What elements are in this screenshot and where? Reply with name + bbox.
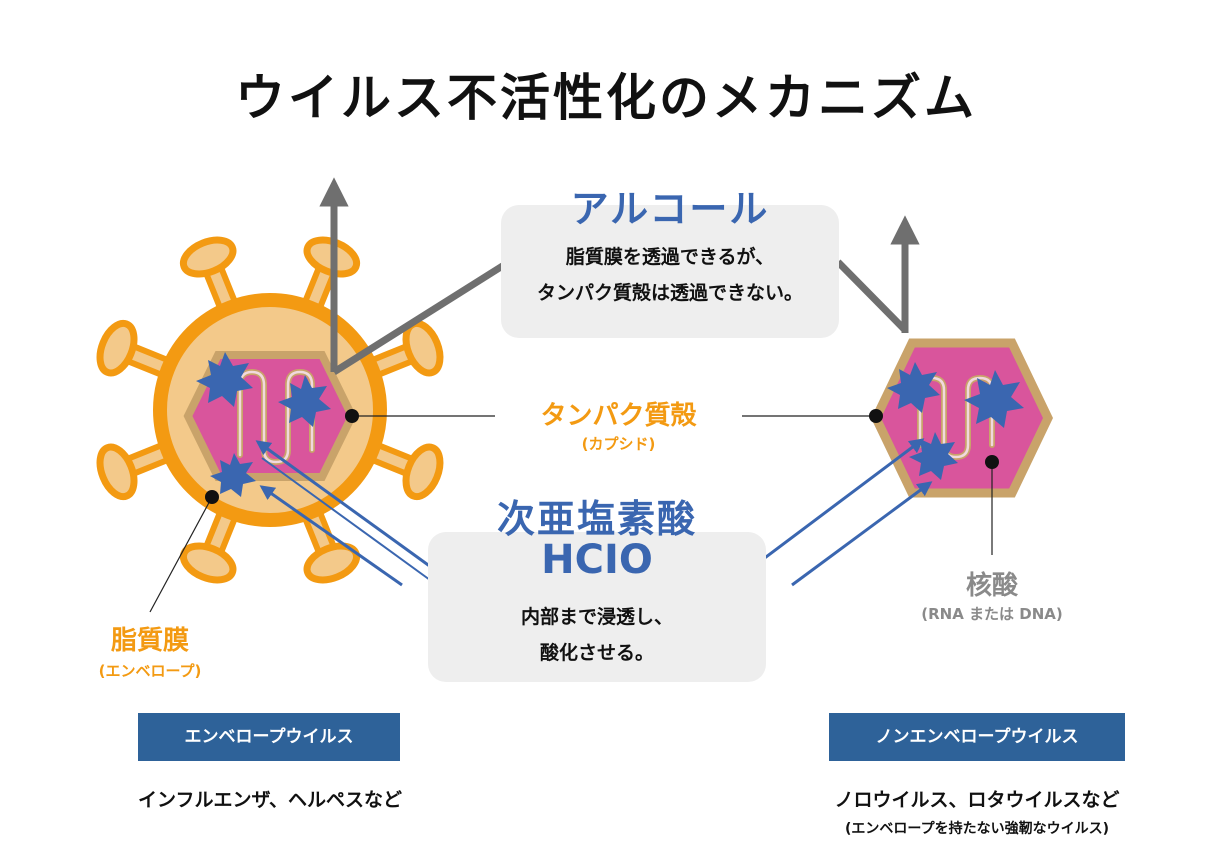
non-enveloped-virus-note: (エンベロープを持たない強靭なウイルス) — [845, 821, 1109, 837]
hclo-heading-formula: HCIO — [541, 537, 653, 583]
capsid-dot-left — [345, 409, 359, 423]
nucleic-sublabel: (RNA または DNA) — [921, 605, 1063, 623]
spike-cap — [179, 542, 237, 584]
spike-cap — [179, 236, 237, 278]
oxidation-burst-3 — [210, 453, 256, 497]
hclo-line-2: 酸化させる。 — [539, 642, 654, 664]
hclo-arrow-right-2 — [791, 481, 933, 587]
hclo-arrow-left-1 — [255, 440, 443, 577]
hclo-arrow-left-2 — [259, 485, 403, 587]
page-title: ウイルス不活性化のメカニズム — [235, 69, 977, 127]
envelope-dot — [205, 490, 219, 504]
enveloped-virus-examples: インフルエンザ、ヘルペスなど — [138, 789, 402, 811]
spike-cap — [96, 443, 138, 501]
nucleic-label: 核酸 — [965, 571, 1018, 601]
enveloped-virus-illustration — [96, 236, 444, 584]
oxidation-burst-1 — [196, 352, 253, 407]
capsid-sublabel: (カプシド) — [581, 435, 656, 453]
alcohol-arrow-right-diagonal — [835, 259, 908, 333]
alcohol-box — [501, 205, 839, 338]
enveloped-virus-badge: エンベロープウイルス — [138, 713, 400, 761]
non-enveloped-virus-badge: ノンエンベロープウイルス — [829, 713, 1125, 761]
envelope-pointer — [149, 496, 213, 613]
hclo-heading-jp: 次亜塩素酸 — [496, 497, 697, 541]
left-nucleic-acid-strand-inner — [238, 370, 314, 464]
oxidation-burst-5 — [964, 370, 1024, 428]
alcohol-line-1: 脂質膜を透過できるが、 — [565, 246, 775, 268]
capsid-dot-right — [869, 409, 883, 423]
non-enveloped-virus-examples: ノロウイルス、ロタウイルスなど — [834, 789, 1120, 811]
capsid-label: タンパク質殻 — [540, 401, 697, 431]
spike-cap — [96, 319, 138, 377]
spike-cap — [303, 542, 361, 584]
nucleic-dot — [985, 455, 999, 469]
right-capsid-hexagon — [871, 338, 1053, 498]
hclo-arrow-left-1b — [261, 457, 431, 581]
oxidation-burst-2 — [278, 375, 331, 427]
envelope-label: 脂質膜 — [110, 626, 189, 656]
spike-cap — [402, 443, 444, 501]
envelope-sublabel: (エンベロープ) — [98, 662, 202, 680]
alcohol-line-2: タンパク質殻は透過できない。 — [536, 282, 803, 304]
alcohol-arrow-left-diagonal — [332, 252, 522, 375]
hclo-box — [428, 532, 766, 682]
hclo-line-1: 内部まで浸透し、 — [520, 606, 673, 628]
oxidation-burst-4 — [887, 362, 940, 413]
alcohol-heading: アルコール — [570, 187, 770, 231]
non-enveloped-virus-illustration — [871, 338, 1053, 498]
hclo-arrow-right-1 — [741, 438, 925, 577]
